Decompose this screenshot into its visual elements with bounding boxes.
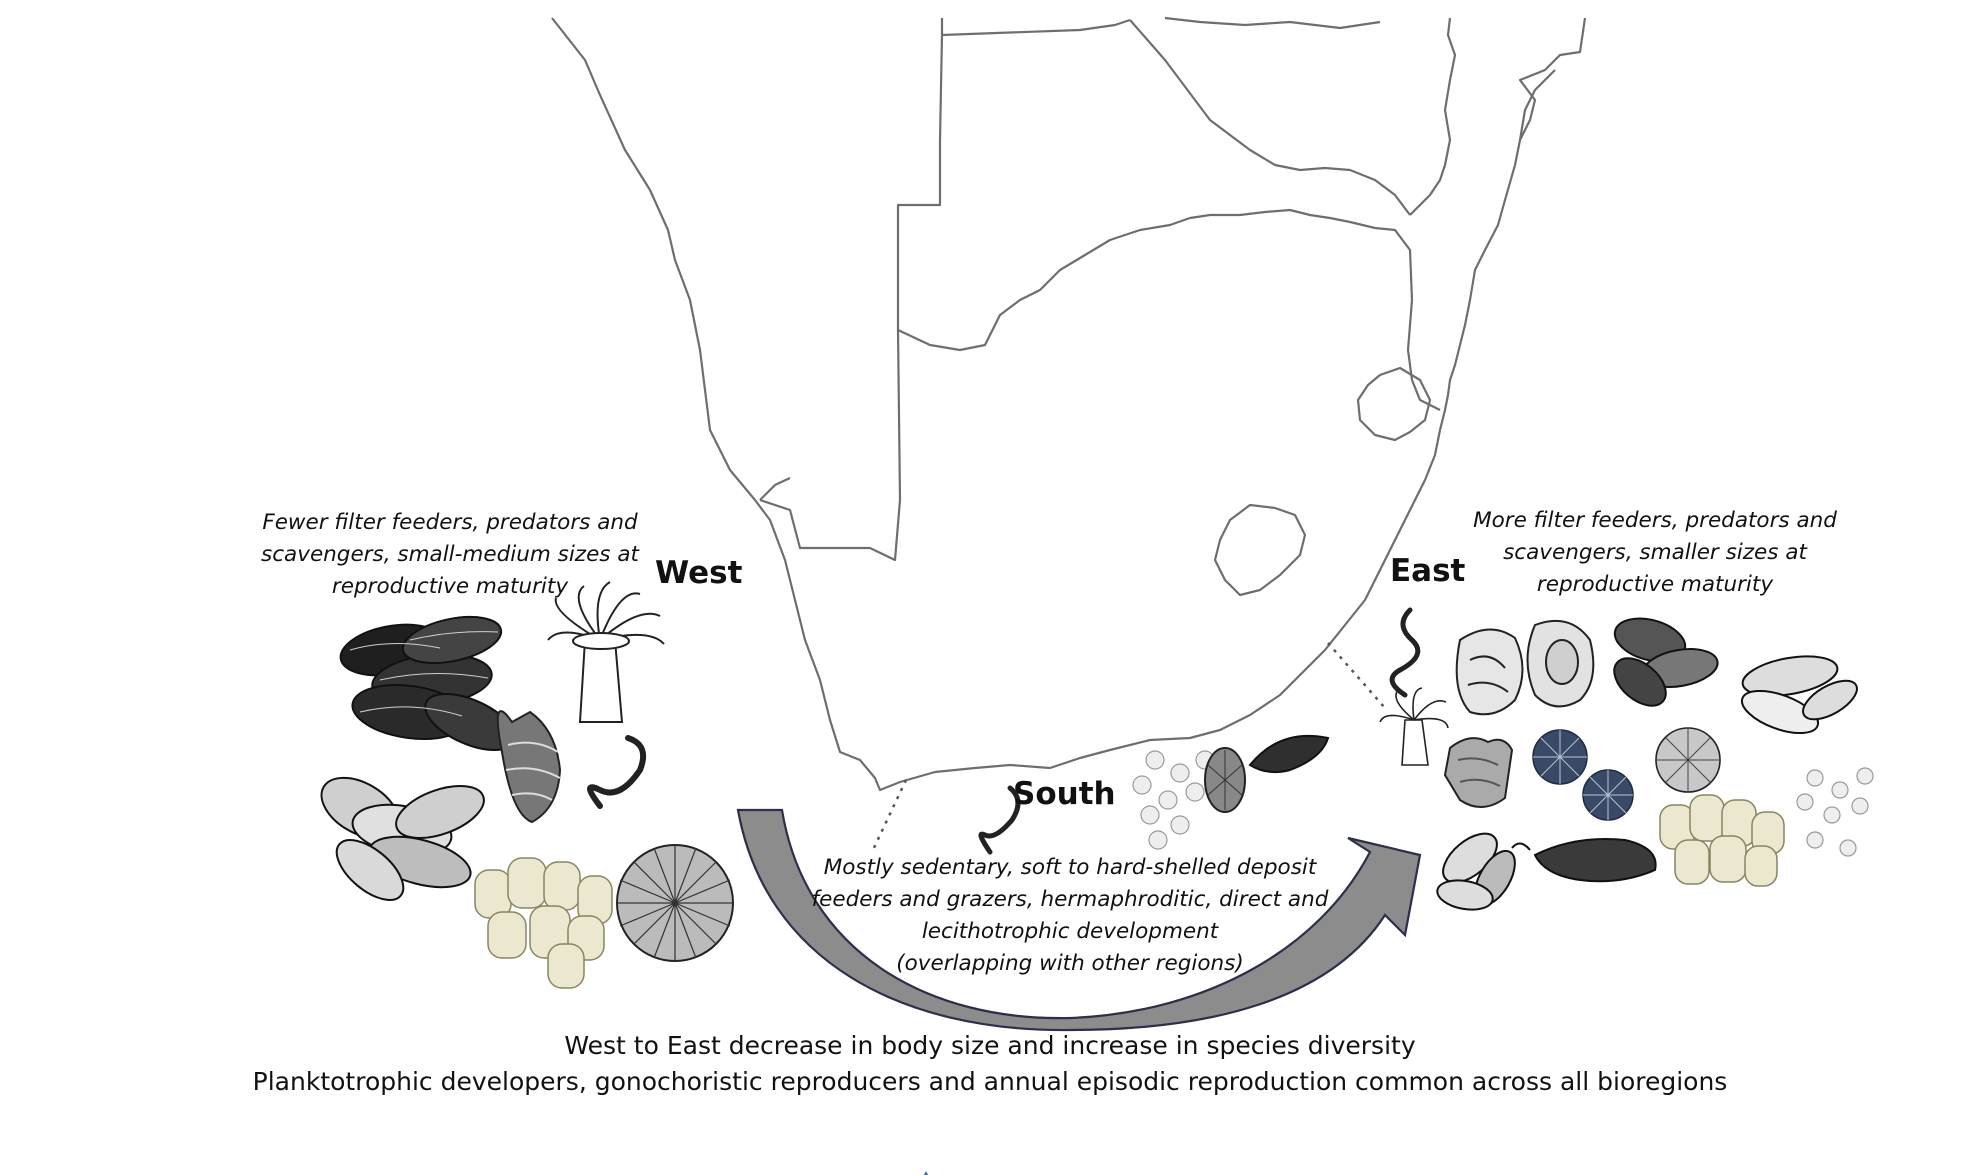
border bbox=[1409, 17, 1457, 216]
worm-icon bbox=[1389, 607, 1421, 698]
south-description-line: lecithotrophic development bbox=[921, 919, 1219, 944]
south-description-line: Mostly sedentary, soft to hard-shelled d… bbox=[823, 855, 1317, 880]
region-label-west: West bbox=[655, 555, 743, 591]
barnacle-cluster-icon bbox=[1132, 750, 1215, 850]
border bbox=[759, 477, 791, 501]
chiton-icon bbox=[1248, 734, 1330, 774]
mussel-pair-icon bbox=[1740, 655, 1858, 735]
whelk-icon bbox=[496, 710, 562, 824]
oyster-icon bbox=[1526, 619, 1595, 708]
barnacle-cluster-icon bbox=[474, 857, 613, 989]
east-description-line: More filter feeders, predators and bbox=[1473, 508, 1837, 533]
west-to-east-arrow bbox=[736, 808, 1422, 1032]
limpet-icon bbox=[616, 844, 734, 962]
worm-icon bbox=[978, 785, 1021, 855]
border bbox=[759, 18, 944, 562]
east-description-line: reproductive maturity bbox=[1536, 572, 1774, 597]
east-description: More filter feeders, predators and scave… bbox=[1430, 505, 1880, 601]
sea-urchin-icon bbox=[1532, 729, 1634, 821]
bioregion-boundary-east bbox=[1327, 642, 1386, 709]
border bbox=[941, 18, 1131, 37]
west-description-line: reproductive maturity bbox=[331, 574, 569, 599]
border bbox=[1518, 69, 1556, 141]
border bbox=[897, 208, 1376, 352]
border bbox=[1164, 16, 1381, 30]
barnacle-cluster-icon bbox=[1796, 767, 1874, 857]
mussel-cluster-icon bbox=[339, 615, 516, 752]
worm-icon bbox=[587, 735, 646, 809]
region-label-south: South bbox=[1013, 776, 1116, 812]
sea-anemone-icon bbox=[547, 581, 665, 723]
west-description-line: scavengers, small-medium sizes at bbox=[261, 542, 639, 567]
border bbox=[1374, 226, 1441, 411]
east-description-line: scavengers, smaller sizes at bbox=[1503, 540, 1807, 565]
south-description-line: (overlapping with other regions) bbox=[896, 951, 1244, 976]
limpet-icon bbox=[1655, 727, 1721, 793]
south-description: Mostly sedentary, soft to hard-shelled d… bbox=[780, 852, 1360, 980]
bioregion-boundary-west bbox=[870, 779, 908, 853]
west-description: Fewer filter feeders, predators and scav… bbox=[225, 507, 675, 603]
summary-line-1: West to East decrease in body size and i… bbox=[564, 1031, 1416, 1060]
coral-icon bbox=[1443, 737, 1514, 808]
border bbox=[1356, 366, 1432, 442]
border bbox=[1129, 19, 1411, 216]
south-description-line: feeders and grazers, hermaphroditic, dir… bbox=[811, 887, 1329, 912]
region-label-east: East bbox=[1390, 553, 1466, 589]
sea-cucumber-icon bbox=[1511, 838, 1657, 883]
west-description-line: Fewer filter feeders, predators and bbox=[262, 510, 638, 535]
barnacle-cluster-icon bbox=[1659, 794, 1785, 887]
mussel-bed-icon bbox=[320, 776, 485, 901]
summary-line-2: Planktotrophic developers, gonochoristic… bbox=[252, 1067, 1728, 1096]
coastline bbox=[551, 17, 1587, 792]
mussel-cluster-icon bbox=[1613, 617, 1719, 707]
marker-icon bbox=[923, 1171, 929, 1175]
limpet-icon bbox=[1204, 747, 1246, 813]
mussel-icon bbox=[1436, 832, 1516, 911]
summary-text: West to East decrease in body size and i… bbox=[200, 1028, 1780, 1100]
border bbox=[1213, 503, 1307, 597]
sea-anemone-icon bbox=[1379, 687, 1449, 766]
oyster-icon bbox=[1455, 628, 1524, 716]
